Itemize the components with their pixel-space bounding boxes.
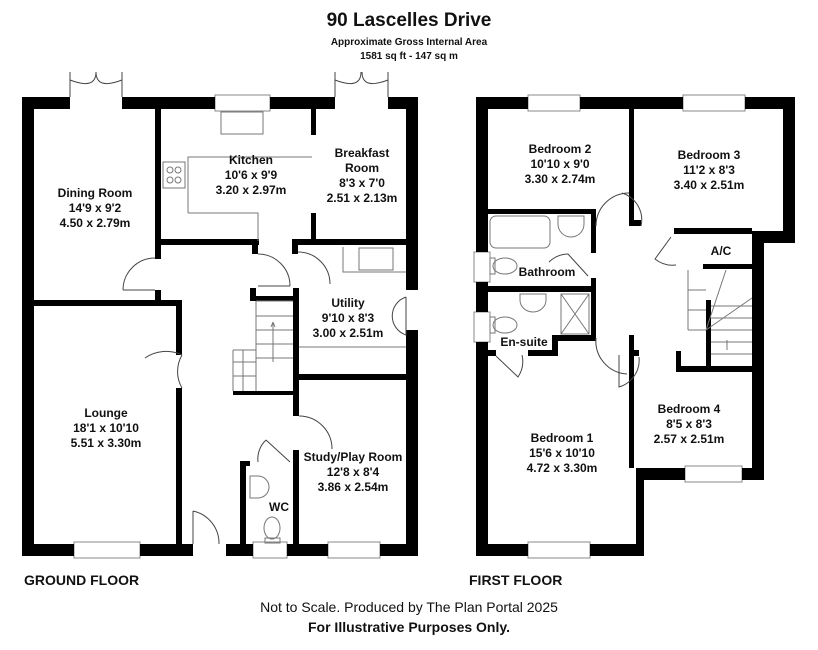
plan-title: 90 Lascelles Drive bbox=[327, 10, 492, 31]
room-metric: 4.72 x 3.30m bbox=[527, 461, 598, 475]
window bbox=[252, 541, 288, 559]
room-name: WC bbox=[269, 500, 289, 514]
room-name: Bedroom 3 bbox=[678, 148, 741, 162]
room-imperial: 15'6 x 10'10 bbox=[529, 446, 595, 460]
room-name-line2: Room bbox=[345, 161, 379, 175]
room-metric: 2.57 x 2.51m bbox=[654, 432, 725, 446]
plan-subtitle: Approximate Gross Internal Area bbox=[331, 37, 488, 48]
room-name: A/C bbox=[711, 244, 732, 258]
room-name: Breakfast bbox=[335, 146, 390, 160]
window bbox=[214, 94, 271, 112]
room-name: En-suite bbox=[500, 335, 548, 349]
room-name: Kitchen bbox=[229, 153, 273, 167]
room-imperial: 14'9 x 9'2 bbox=[69, 201, 122, 215]
room-name: Lounge bbox=[84, 406, 128, 420]
room-metric: 3.86 x 2.54m bbox=[318, 480, 389, 494]
room-name: Bedroom 2 bbox=[529, 142, 592, 156]
room-metric: 4.50 x 2.79m bbox=[60, 216, 131, 230]
window bbox=[73, 541, 141, 559]
first-floor-label: FIRST FLOOR bbox=[469, 572, 562, 588]
plan-area: 1581 sq ft - 147 sq m bbox=[360, 51, 458, 62]
room-metric: 3.00 x 2.51m bbox=[313, 326, 384, 340]
room-imperial: 12'8 x 8'4 bbox=[327, 465, 380, 479]
room-imperial: 10'10 x 9'0 bbox=[530, 157, 589, 171]
room-name: Bedroom 4 bbox=[658, 402, 721, 416]
room-metric: 3.40 x 2.51m bbox=[674, 178, 745, 192]
room-imperial: 8'5 x 8'3 bbox=[666, 417, 712, 431]
room-metric: 3.20 x 2.97m bbox=[216, 183, 287, 197]
footer-illustrative: For Illustrative Purposes Only. bbox=[308, 619, 510, 635]
room-imperial: 11'2 x 8'3 bbox=[683, 163, 735, 177]
room-name: Utility bbox=[331, 296, 365, 310]
ground-floor-label: GROUND FLOOR bbox=[24, 572, 139, 588]
room-imperial: 10'6 x 9'9 bbox=[225, 168, 278, 182]
window bbox=[327, 541, 381, 559]
ground-floor-plan bbox=[22, 71, 418, 559]
first-floor-plan bbox=[473, 94, 795, 559]
room-name: Bedroom 1 bbox=[531, 431, 594, 445]
room-name: Bathroom bbox=[519, 265, 576, 279]
room-imperial: 8'3 x 7'0 bbox=[339, 176, 385, 190]
room-name: Study/Play Room bbox=[304, 450, 403, 464]
room-name: Dining Room bbox=[58, 186, 133, 200]
room-imperial: 18'1 x 10'10 bbox=[73, 421, 139, 435]
room-metric: 3.30 x 2.74m bbox=[525, 172, 596, 186]
room-imperial: 9'10 x 8'3 bbox=[322, 311, 375, 325]
footer-disclaimer: Not to Scale. Produced by The Plan Porta… bbox=[260, 599, 558, 615]
room-metric: 2.51 x 2.13m bbox=[327, 191, 398, 205]
room-metric: 5.51 x 3.30m bbox=[71, 436, 142, 450]
